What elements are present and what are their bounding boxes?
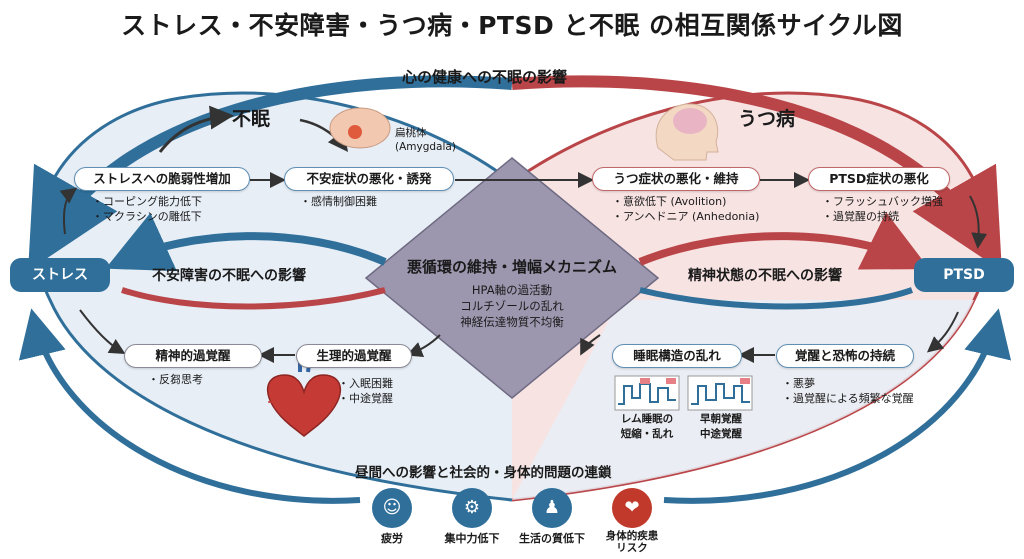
left-arrow-label: 不安障害の不眠への影響 [152,268,306,284]
bottom-arc-left [18,308,361,504]
right-section-label: うつ病 [738,108,796,130]
sleep-caption-rem: レム睡眠の 短縮・乱れ [620,413,674,440]
amygdala-label: 扁桃体 (Amygdala) [395,127,456,153]
node-ptsd-worse: PTSD症状の悪化 [808,167,950,191]
outer-arc-left [28,75,513,271]
brain-head-icon: ⚙ [452,488,492,528]
node-mental-arousal: 精神的過覚醒 [124,344,262,368]
outer-arc-right [511,75,1002,271]
right-mid-arrow [638,212,930,270]
left-mid-arrow-red [121,287,386,310]
page-title: ストレス・不安障害・うつ病・PTSD と不眠 の相互関係サイクル図 [121,11,903,40]
node-stress: ストレス [10,258,110,292]
center-heading: 悪循環の維持・増幅メカニズム [406,258,617,276]
sleep-chart-rem [614,375,680,411]
notes-arousal-fear: ・悪夢・過覚醒による頻繁な覚醒 [782,377,914,405]
left-mid-arrow [105,212,387,272]
notes-ptsd: ・フラッシュバック増強・過覚醒の持続 [822,195,943,223]
bottom-label-fatigue: 疲労 [381,532,403,545]
bottom-label-concentration: 集中力低下 [444,532,500,545]
notes-depression: ・意欲低下 (Avolition)・アンヘドニア (Anhedonia) [612,195,760,223]
left-section-label: 不眠 [232,108,271,130]
center-line-2: コルチゾールの乱れ [460,299,564,313]
notes-vulnerability: ・コーピング能力低下・マクラシンの雕低下 [92,195,202,223]
bottom-heading: 昼間への影響と社会的・身体的問題の連鎖 [355,465,612,481]
sleep-chart-early [687,375,753,411]
node-vulnerability: ストレスへの脆弱性増加 [74,167,250,191]
node-arousal-fear: 覚醒と恐怖の持続 [776,344,914,368]
bottom-arc-right [663,308,1012,504]
head-silhouette-icon [655,103,719,161]
bottom-label-physical: 身体的疾患 リスク [605,530,659,554]
node-anxiety-worse: 不安症状の悪化・誘発 [284,167,454,191]
center-line-3: 神経伝達物質不均衡 [460,315,564,329]
node-depression-worse: うつ症状の悪化・維持 [592,167,760,191]
brain-amygdala-icon [329,107,391,149]
right-mid-arrow-blue [639,287,914,310]
node-ptsd: PTSD [914,258,1014,292]
notes-mental: ・反芻思考 [148,373,203,386]
top-label: 心の健康への不眠の影響 [402,68,568,86]
tired-person-icon: ☺ [372,488,412,528]
node-physio-arousal: 生理的過覚醒 [296,344,412,368]
right-arrow-label: 精神状態の不眠への影響 [688,268,842,284]
notes-physio: ・入眠困難・中途覚醒 [338,377,393,405]
notes-anxiety: ・感情制御困難 [300,195,377,208]
heart-icon [266,355,342,437]
center-line-1: HPA軸の過活動 [471,283,553,297]
organ-liver-icon: ❤ [612,488,652,528]
sleep-caption-early: 早朝覚醒 中途覚醒 [700,413,742,440]
node-sleep-structure: 睡眠構造の乱れ [612,344,742,368]
people-group-icon: ♟ [532,488,572,528]
bottom-label-quality: 生活の質低下 [519,532,585,545]
